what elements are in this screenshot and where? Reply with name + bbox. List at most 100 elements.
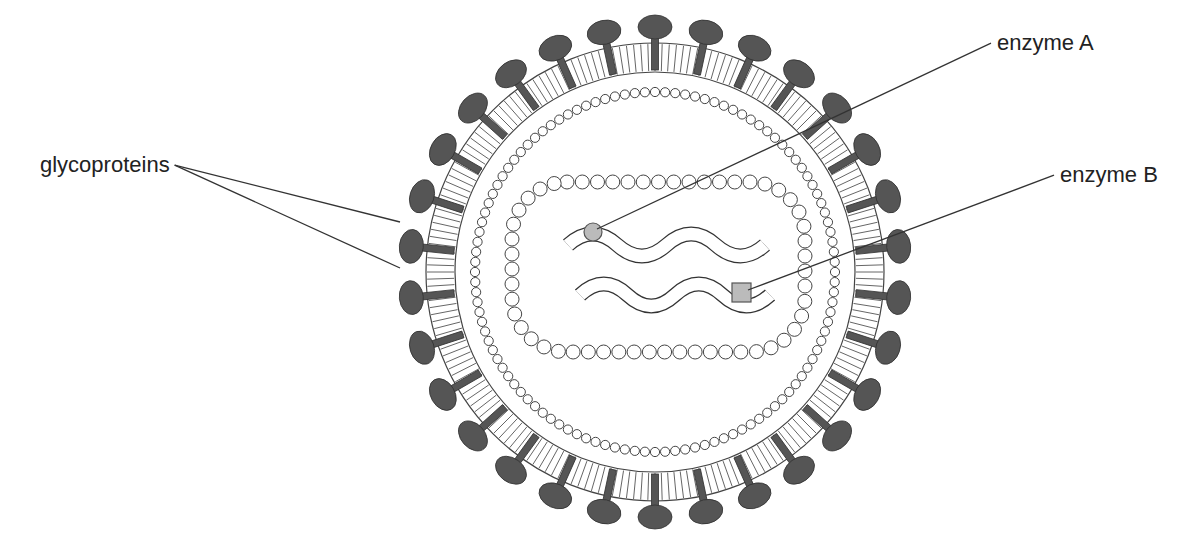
matrix-protein xyxy=(650,447,659,456)
matrix-protein xyxy=(728,430,737,439)
lipid-stripe xyxy=(471,138,493,154)
matrix-protein xyxy=(737,110,746,119)
capsid-protein xyxy=(798,234,812,248)
lipid-stripe xyxy=(851,222,877,228)
capsid-protein xyxy=(792,205,806,219)
glycoprotein-head xyxy=(453,415,494,456)
glycoprotein-stem xyxy=(652,474,659,506)
matrix-protein xyxy=(671,89,680,98)
capsid-protein xyxy=(621,175,635,189)
glycoprotein-stem xyxy=(431,196,464,213)
lipid-stripe xyxy=(852,229,879,234)
capsid-protein xyxy=(537,340,551,354)
leader-line xyxy=(597,43,991,229)
lipid-stripe xyxy=(539,445,553,468)
rna-strand-outline xyxy=(580,284,770,306)
lipid-stripe xyxy=(680,46,683,73)
lipid-stripe xyxy=(668,44,670,71)
glycoprotein-head xyxy=(490,54,532,93)
capsid-protein xyxy=(512,203,526,217)
matrix-protein xyxy=(475,227,484,236)
matrix-protein xyxy=(582,434,591,443)
glycoprotein-head xyxy=(734,30,775,66)
lipid-stripe xyxy=(427,272,454,273)
glycoprotein-stem xyxy=(694,469,708,502)
lipid-stripe xyxy=(647,44,649,71)
capsid-protein xyxy=(749,345,763,359)
glycoprotein-stem xyxy=(828,152,859,174)
glycoprotein-stem xyxy=(856,290,889,300)
capsid-protein xyxy=(777,333,791,347)
matrix-protein xyxy=(700,94,709,103)
matrix-protein xyxy=(530,133,539,142)
lipid-stripe xyxy=(674,45,677,72)
capsid-protein xyxy=(566,345,580,359)
matrix-protein xyxy=(484,199,493,208)
glycoprotein-head xyxy=(778,54,820,93)
glycoprotein-stem xyxy=(856,244,889,254)
matrix-protein xyxy=(471,257,480,266)
glycoprotein-head xyxy=(424,374,462,415)
lipid-stripe xyxy=(793,419,811,439)
lipid-stripe xyxy=(837,358,861,369)
lipid-stripe xyxy=(499,419,517,439)
lipid-stripe xyxy=(626,471,629,498)
matrix-protein xyxy=(516,387,525,396)
glycoprotein-stem xyxy=(846,196,879,213)
lipid-stripe xyxy=(856,258,883,260)
glycoprotein-head xyxy=(638,15,672,39)
glycoprotein-stem xyxy=(515,81,539,111)
capsid-protein xyxy=(521,191,535,205)
matrix-protein xyxy=(546,121,555,130)
lipid-stripe xyxy=(818,138,840,154)
matrix-protein xyxy=(493,354,502,363)
capsid-protein xyxy=(524,332,538,346)
matrix-protein xyxy=(813,345,822,354)
capsid-protein xyxy=(743,175,757,189)
matrix-protein xyxy=(472,247,481,256)
lipid-stripe xyxy=(641,473,643,500)
matrix-protein xyxy=(563,110,572,119)
matrix-protein xyxy=(817,199,826,208)
capsid-protein xyxy=(787,322,801,336)
lipid-stripe xyxy=(545,448,558,472)
lipid-stripe xyxy=(793,106,811,126)
matrix-protein xyxy=(785,387,794,396)
lipid-stripe xyxy=(763,79,777,102)
lipid-stripe xyxy=(431,310,458,315)
capsid-protein xyxy=(560,175,574,189)
glycoprotein-stem xyxy=(422,244,455,254)
lipid-stripe xyxy=(788,423,806,443)
lipid-stripe xyxy=(814,395,835,412)
glycoprotein-stem xyxy=(734,57,753,89)
lipid-stripe xyxy=(427,278,454,280)
matrix-protein xyxy=(473,237,482,246)
matrix-protein xyxy=(746,420,755,429)
capsid-protein xyxy=(627,345,641,359)
matrix-protein xyxy=(710,98,719,107)
capsid-protein xyxy=(514,321,528,335)
matrix-protein xyxy=(620,90,629,99)
capsid-protein xyxy=(505,232,519,246)
capsid-protein xyxy=(508,307,522,321)
glycoprotein-stem xyxy=(694,42,708,75)
lipid-stripe xyxy=(641,44,643,71)
lipid-stripe xyxy=(661,44,663,71)
capsid-protein xyxy=(795,309,809,323)
matrix-protein xyxy=(785,147,794,156)
lipid-stripe xyxy=(539,76,553,99)
matrix-protein xyxy=(808,180,817,189)
capsid-protein xyxy=(719,345,733,359)
membrane-outer xyxy=(426,43,884,501)
lipid-stripe xyxy=(427,264,454,266)
matrix-protein xyxy=(710,437,719,446)
glycoprotein-head xyxy=(585,496,623,527)
glycoprotein-stem xyxy=(451,370,482,392)
matrix-protein xyxy=(755,121,764,130)
matrix-protein xyxy=(555,115,564,124)
lipid-stripe xyxy=(598,467,605,493)
glycoprotein-stem xyxy=(479,113,507,140)
matrix-protein xyxy=(493,180,502,189)
lipid-stripe xyxy=(434,215,460,222)
capsid-protein xyxy=(581,345,595,359)
